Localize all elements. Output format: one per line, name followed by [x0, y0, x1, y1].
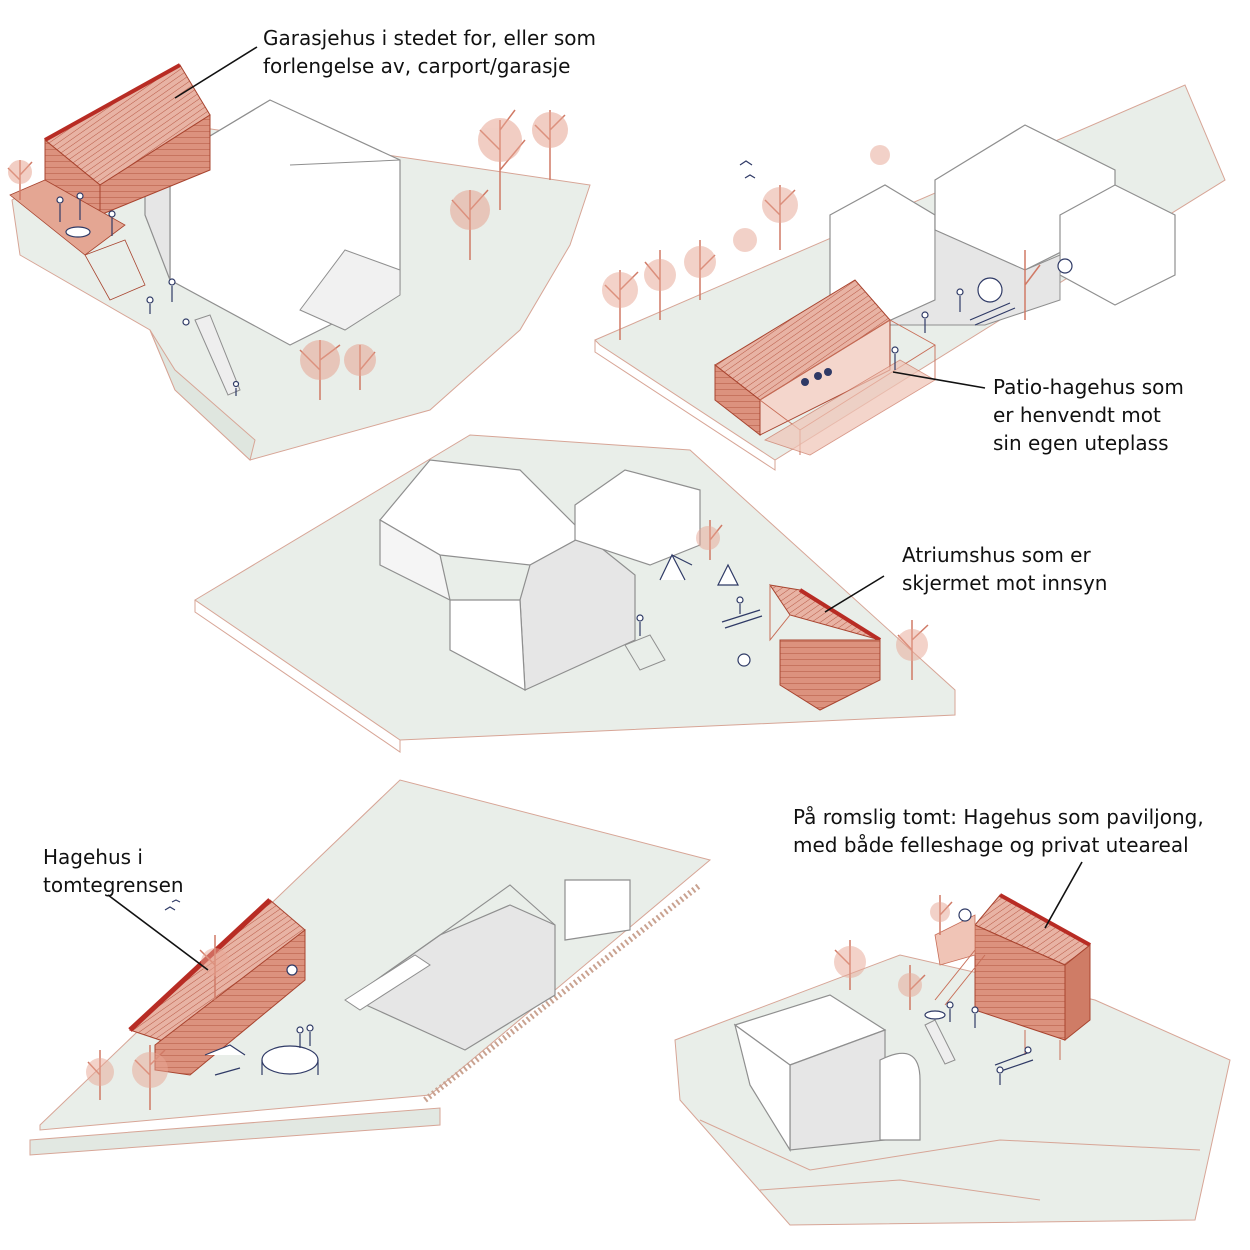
annotation-line: Garasjehus i stedet for, eller som — [263, 26, 596, 50]
annotation-line: På romslig tomt: Hagehus som paviljong, — [793, 805, 1204, 829]
deck — [9, 179, 126, 256]
people — [891, 258, 1073, 370]
annotation-patio-house: Patio-hagehus som er henvendt mot sin eg… — [993, 373, 1184, 457]
annotation-line: Patio-hagehus som — [993, 375, 1184, 399]
hedge — [423, 882, 702, 1103]
entry-stairs — [624, 634, 666, 671]
tree-foliage — [8, 112, 568, 380]
leader-line-3 — [824, 575, 885, 613]
pavilion-deck — [934, 914, 976, 966]
atrium-annex-roof-edge — [798, 588, 882, 642]
annex-chairs — [801, 368, 832, 386]
tree-foliage — [86, 948, 229, 1088]
leader-line-5 — [1044, 861, 1083, 929]
people — [636, 553, 763, 667]
scene-atrium-house — [194, 434, 956, 753]
annotation-line: skjermet mot innsyn — [902, 571, 1108, 595]
pavilion-side — [1064, 943, 1091, 1042]
terrain-contours — [699, 1119, 1201, 1201]
annotation-line: forlengelse av, carport/garasje — [263, 54, 571, 78]
ground-edge — [594, 340, 776, 471]
people — [56, 192, 240, 396]
scene-boundary-house — [29, 779, 712, 1156]
leader-line-1 — [174, 46, 258, 99]
scene-pavilion-house — [674, 893, 1231, 1226]
people — [204, 964, 319, 1076]
annotation-line: med både felleshage og privat uteareal — [793, 833, 1189, 857]
slide — [194, 314, 241, 396]
people — [924, 908, 1034, 1085]
tree-foliage — [834, 902, 950, 997]
annotation-line: sin egen uteplass — [993, 431, 1169, 455]
slide — [924, 1019, 956, 1065]
annotation-line: er henvendt mot — [993, 403, 1161, 427]
ground-edge — [194, 600, 401, 753]
annotation-pavilion-house: På romslig tomt: Hagehus som paviljong, … — [793, 803, 1204, 859]
leader-line-4 — [107, 894, 209, 971]
annotation-boundary-house: Hagehus i tomtegrensen — [43, 843, 184, 899]
garage-annex-roof-edge — [44, 63, 181, 142]
annotation-atrium-house: Atriumshus som er skjermet mot innsyn — [902, 541, 1107, 597]
main-house-side — [734, 1023, 791, 1153]
main-house-wing — [449, 599, 526, 692]
terrace — [344, 954, 431, 1011]
tree-foliage — [602, 145, 890, 308]
birds — [739, 160, 756, 179]
garage-annex-front — [99, 114, 211, 216]
main-house-extension — [299, 249, 401, 331]
grill — [717, 563, 739, 586]
curved-wall — [879, 1052, 921, 1141]
main-house — [354, 904, 556, 1051]
annotation-line: tomtegrensen — [43, 873, 184, 897]
pavilion-stairs — [934, 949, 986, 1006]
annotation-line: Atriumshus som er — [902, 543, 1091, 567]
garage — [564, 879, 631, 941]
swing — [659, 553, 693, 581]
ground-slope — [149, 329, 256, 461]
birds — [164, 899, 181, 911]
tree-foliage — [696, 526, 928, 661]
scene-garage-house — [7, 63, 591, 461]
leader-line-2 — [892, 371, 986, 389]
house-shade — [879, 229, 1061, 326]
atrium-annex-front — [779, 639, 881, 711]
pavilion-roof-edge — [999, 893, 1091, 947]
annotation-garage-house: Garasjehus i stedet for, eller som forle… — [263, 24, 596, 80]
stairs — [84, 239, 146, 301]
atrium-annex-frame — [769, 585, 791, 642]
leader-lines — [107, 46, 1083, 971]
annotation-line: Hagehus i — [43, 845, 143, 869]
road — [29, 1107, 441, 1156]
scene-patio-house — [594, 84, 1226, 471]
